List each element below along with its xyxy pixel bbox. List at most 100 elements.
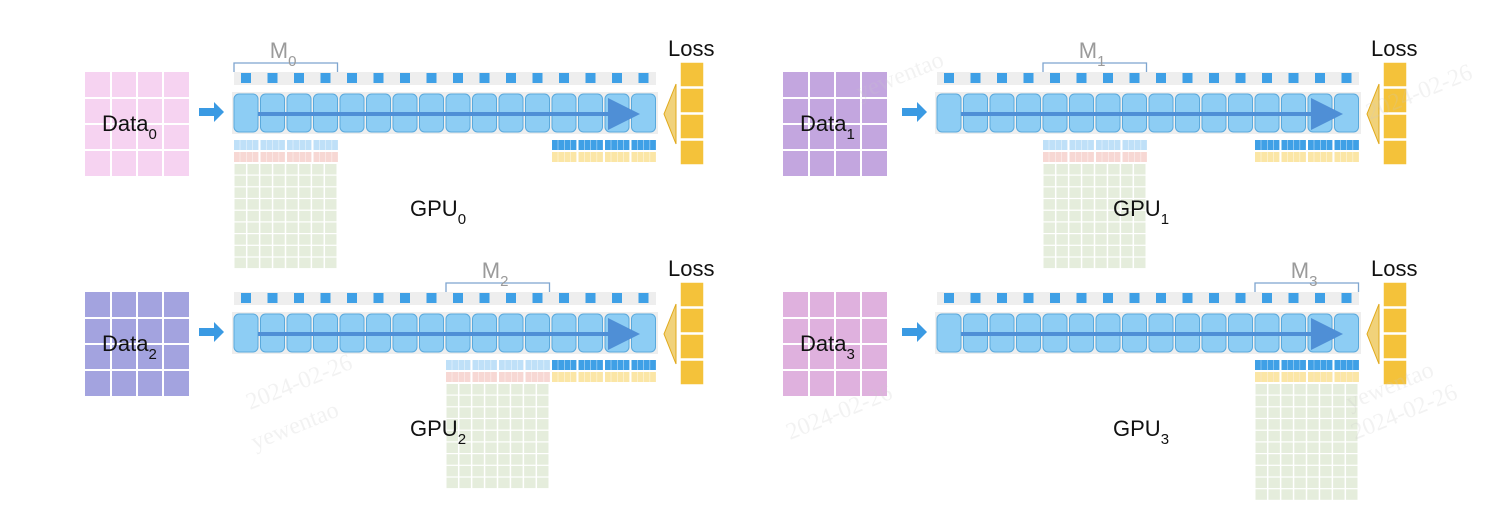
shard-cell-0-0-1 <box>247 164 259 175</box>
layer-block-3-15 <box>1334 313 1359 353</box>
shard-cell-2-4-5 <box>511 430 523 442</box>
optim-cell-1-5-2 <box>1081 152 1088 162</box>
grad-cell-2-10-2 <box>511 360 518 370</box>
grad-cell-0-1-0 <box>260 140 267 150</box>
shard-cell-3-4-5 <box>1320 430 1332 442</box>
shard-cell-1-1-6 <box>1121 175 1133 187</box>
bwd-grad-0-15-2 <box>643 140 650 150</box>
bwd-opt-0-12-0 <box>552 152 558 162</box>
grad-cell-2-9-2 <box>484 360 491 370</box>
shard-cell-1-3-1 <box>1056 199 1068 210</box>
param-square-2-1 <box>267 293 278 303</box>
shard-cell-0-0-0 <box>234 164 246 175</box>
loss-label-1: Loss <box>1371 36 1417 61</box>
param-square-3-1 <box>970 293 981 303</box>
shard-cell-3-9-5 <box>1320 489 1332 500</box>
shard-cell-3-3-1 <box>1268 419 1280 430</box>
shard-cell-0-7-2 <box>260 245 272 257</box>
shard-cell-1-7-1 <box>1056 245 1068 257</box>
bwd-opt-2-13-0 <box>578 372 585 382</box>
grad-cell-0-0-1 <box>240 140 246 150</box>
bwd-opt-1-15-3 <box>1353 152 1359 162</box>
shard-cell-0-1-1 <box>247 175 259 187</box>
shard-cell-3-8-5 <box>1320 477 1332 489</box>
own-grad-b-15-2 <box>1346 360 1353 370</box>
shard-cell-0-2-6 <box>312 187 324 198</box>
param-square-0-9 <box>479 73 490 83</box>
shard-cell-2-6-3 <box>485 454 497 465</box>
param-square-1-15 <box>1341 73 1352 83</box>
param-square-3-3 <box>1023 293 1034 303</box>
shard-cell-0-5-6 <box>312 222 324 233</box>
shard-cell-3-7-3 <box>1294 465 1306 477</box>
model-label-1-text: M <box>1079 38 1097 63</box>
shard-cell-0-4-5 <box>299 210 311 222</box>
param-square-2-12 <box>559 293 569 303</box>
shard-cell-1-8-5 <box>1108 257 1120 269</box>
shard-cell-3-7-2 <box>1281 465 1293 477</box>
shard-cell-1-2-6 <box>1121 187 1133 198</box>
shard-cell-1-7-6 <box>1121 245 1133 257</box>
shard-cell-0-3-3 <box>273 199 285 210</box>
gpu-label-3-sub: 3 <box>1161 431 1169 448</box>
shard-cell-1-6-7 <box>1134 234 1146 245</box>
loss-cell-3-1 <box>1382 307 1408 334</box>
shard-cell-1-3-2 <box>1069 199 1081 210</box>
grad-cell-2-11-2 <box>537 360 544 370</box>
param-square-2-9 <box>479 293 490 303</box>
shard-cell-0-8-4 <box>286 257 298 269</box>
param-square-2-4 <box>347 293 357 303</box>
grad-cell-2-8-1 <box>452 360 458 370</box>
shard-cell-1-3-0 <box>1043 199 1055 210</box>
grad-cell-0-3-3 <box>332 140 338 150</box>
shard-cell-0-8-7 <box>325 257 337 269</box>
shard-cell-1-5-0 <box>1043 222 1055 233</box>
loss-cell-1-1 <box>1382 87 1408 114</box>
bwd-grad-2-13-2 <box>590 360 597 370</box>
shard-cell-1-4-2 <box>1069 210 1081 222</box>
bwd-grad-0-15-0 <box>631 140 638 150</box>
shard-cell-2-6-6 <box>524 454 536 465</box>
bwd-opt-1-14-0 <box>1308 152 1314 162</box>
optim-cell-2-11-3 <box>544 372 550 382</box>
bwd-grad-1-13-0 <box>1281 140 1288 150</box>
grad-cell-2-9-1 <box>478 360 485 370</box>
shard-cell-1-0-4 <box>1095 164 1107 175</box>
shard-cell-3-1-4 <box>1307 395 1319 407</box>
bwd-grad-2-15-0 <box>631 360 638 370</box>
loss-label-0: Loss <box>668 36 714 61</box>
shard-cell-1-0-2 <box>1069 164 1081 175</box>
param-square-1-2 <box>997 73 1007 83</box>
param-square-1-8 <box>1156 73 1166 83</box>
shard-cell-1-7-4 <box>1095 245 1107 257</box>
shard-cell-2-6-7 <box>537 454 549 465</box>
bwd-grad-2-14-0 <box>605 360 611 370</box>
shard-cell-0-4-1 <box>247 210 259 222</box>
shard-cell-1-3-6 <box>1121 199 1133 210</box>
loss-cell-0-1 <box>679 87 705 114</box>
param-square-1-6 <box>1103 73 1113 83</box>
own-opt-y-13-3 <box>1300 372 1306 382</box>
shard-cell-3-7-1 <box>1268 465 1280 477</box>
layer-block-2-0 <box>233 313 259 353</box>
shard-cell-2-7-0 <box>446 465 458 477</box>
shard-cell-3-2-6 <box>1333 407 1345 418</box>
shard-cell-1-4-6 <box>1121 210 1133 222</box>
shard-cell-2-5-1 <box>459 442 471 453</box>
optim-cell-1-6-2 <box>1108 152 1115 162</box>
param-square-1-0 <box>944 73 954 83</box>
model-label-3-sub: 3 <box>1309 273 1317 290</box>
bwd-grad-0-15-3 <box>650 140 656 150</box>
shard-cell-3-9-1 <box>1268 489 1280 500</box>
optim-cell-1-7-1 <box>1128 152 1135 162</box>
gpu-label-1: GPU1 <box>1113 196 1169 228</box>
param-row-bg-1 <box>937 72 1359 85</box>
optim-cell-2-8-1 <box>452 372 458 382</box>
bwd-grad-1-12-2 <box>1267 140 1274 150</box>
shard-cell-3-1-6 <box>1333 395 1345 407</box>
shard-cell-1-5-5 <box>1108 222 1120 233</box>
shard-cell-0-6-1 <box>247 234 259 245</box>
shard-cell-0-5-3 <box>273 222 285 233</box>
shard-cell-2-8-1 <box>459 477 471 489</box>
